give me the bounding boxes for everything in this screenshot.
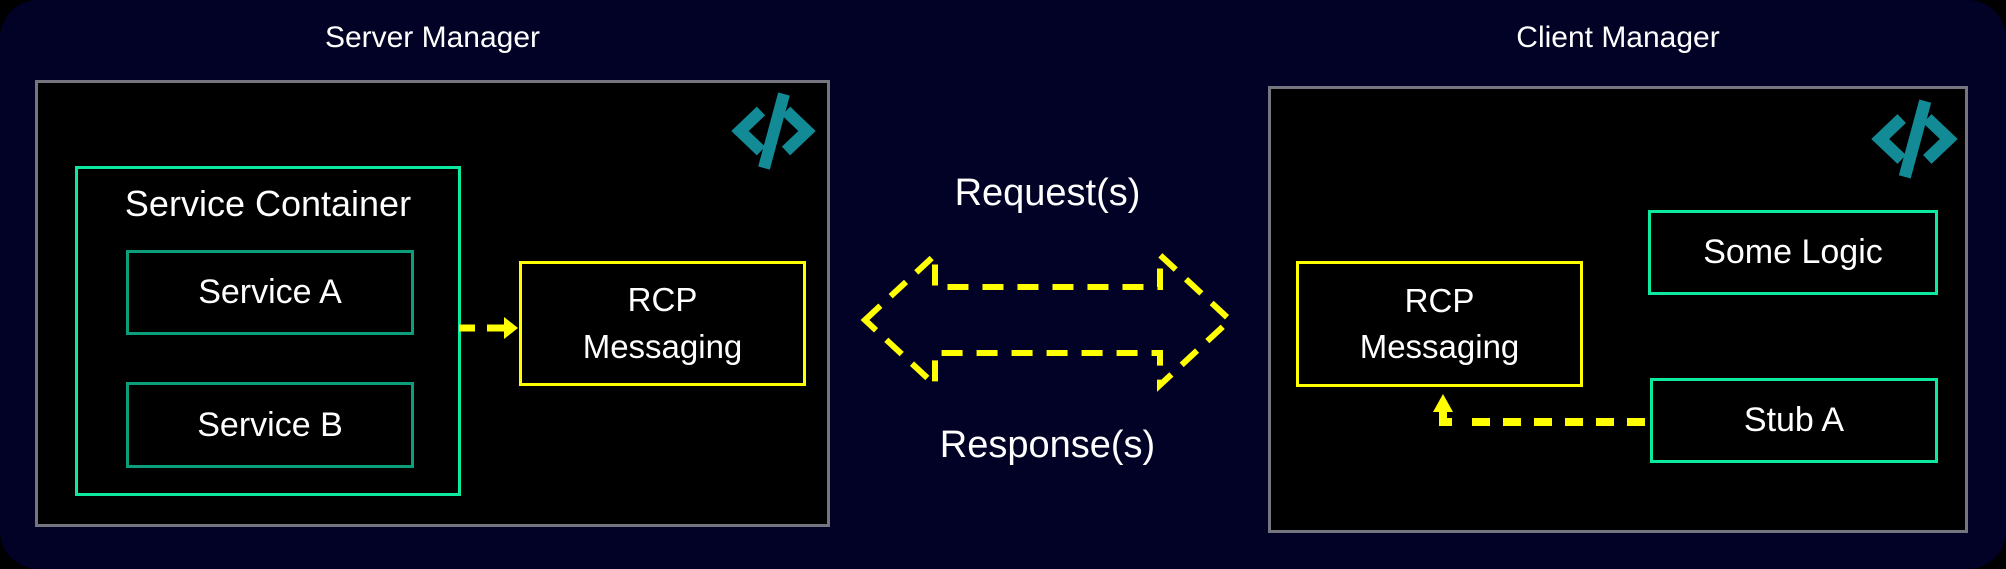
- client-rcp-messaging-box: RCP Messaging: [1296, 261, 1583, 387]
- service-a-label: Service A: [198, 273, 342, 312]
- some-logic-label: Some Logic: [1703, 233, 1883, 272]
- code-icon: [1871, 99, 1958, 179]
- service-container-label: Service Container: [124, 183, 412, 224]
- some-logic-box: Some Logic: [1648, 210, 1938, 295]
- request-response-double-arrow: [860, 248, 1235, 392]
- client-manager-panel: RCP Messaging Some Logic Stub A: [1268, 86, 1968, 533]
- service-b-box: Service B: [126, 382, 414, 468]
- service-container-box: Service Container Service A Service B: [75, 166, 461, 496]
- server-rcp-messaging-box: RCP Messaging: [519, 261, 806, 386]
- server-manager-panel: Service Container Service A Service B RC…: [35, 80, 830, 527]
- code-icon: [731, 92, 816, 170]
- response-label: Response(s): [939, 424, 1156, 466]
- stub-a-label: Stub A: [1743, 401, 1845, 440]
- request-label: Request(s): [954, 172, 1141, 214]
- stub-a-box: Stub A: [1650, 378, 1938, 463]
- client-manager-title: Client Manager: [1516, 21, 1720, 54]
- service-a-box: Service A: [126, 250, 414, 335]
- service-b-label: Service B: [197, 405, 343, 444]
- server-manager-title: Server Manager: [324, 21, 541, 54]
